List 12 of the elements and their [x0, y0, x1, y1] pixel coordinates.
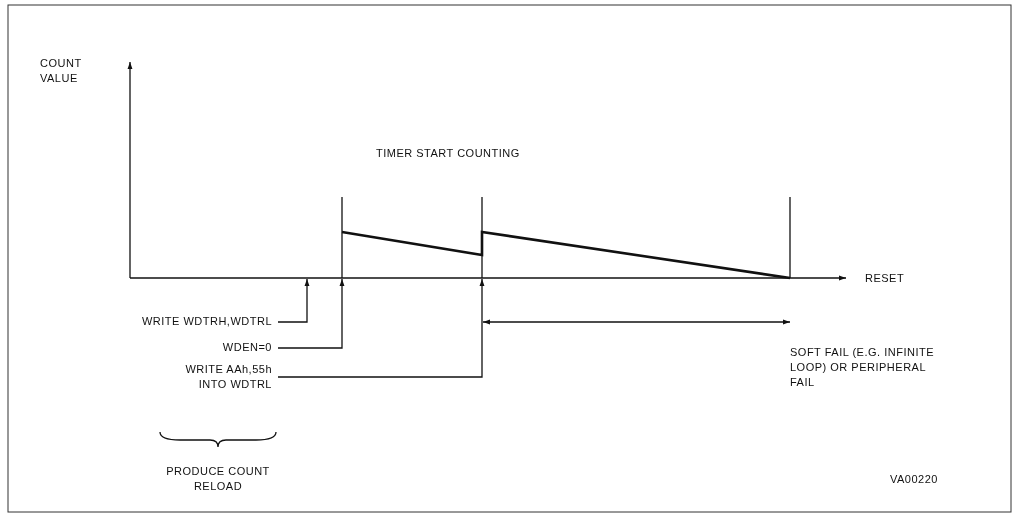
axis-label: RESET — [865, 271, 906, 286]
leader-line — [277, 278, 345, 349]
leader-line — [277, 278, 485, 378]
annotation: PRODUCE COUNT RELOAD — [165, 464, 271, 494]
signal-label: WDEN=0 — [221, 340, 272, 355]
signal-label: WRITE WDTRH,WDTRL — [140, 314, 272, 329]
axis-label: COUNT VALUE — [40, 56, 83, 86]
signal-label: WRITE AAh,55h INTO WDTRL — [184, 362, 272, 392]
annotation: TIMER START COUNTING — [376, 146, 521, 161]
leader-line — [277, 278, 310, 323]
figure-code: VA00220 — [890, 472, 939, 487]
annotation: SOFT FAIL (E.G. INFINITE LOOP) OR PERIPHERAL FAIL — [790, 345, 936, 390]
